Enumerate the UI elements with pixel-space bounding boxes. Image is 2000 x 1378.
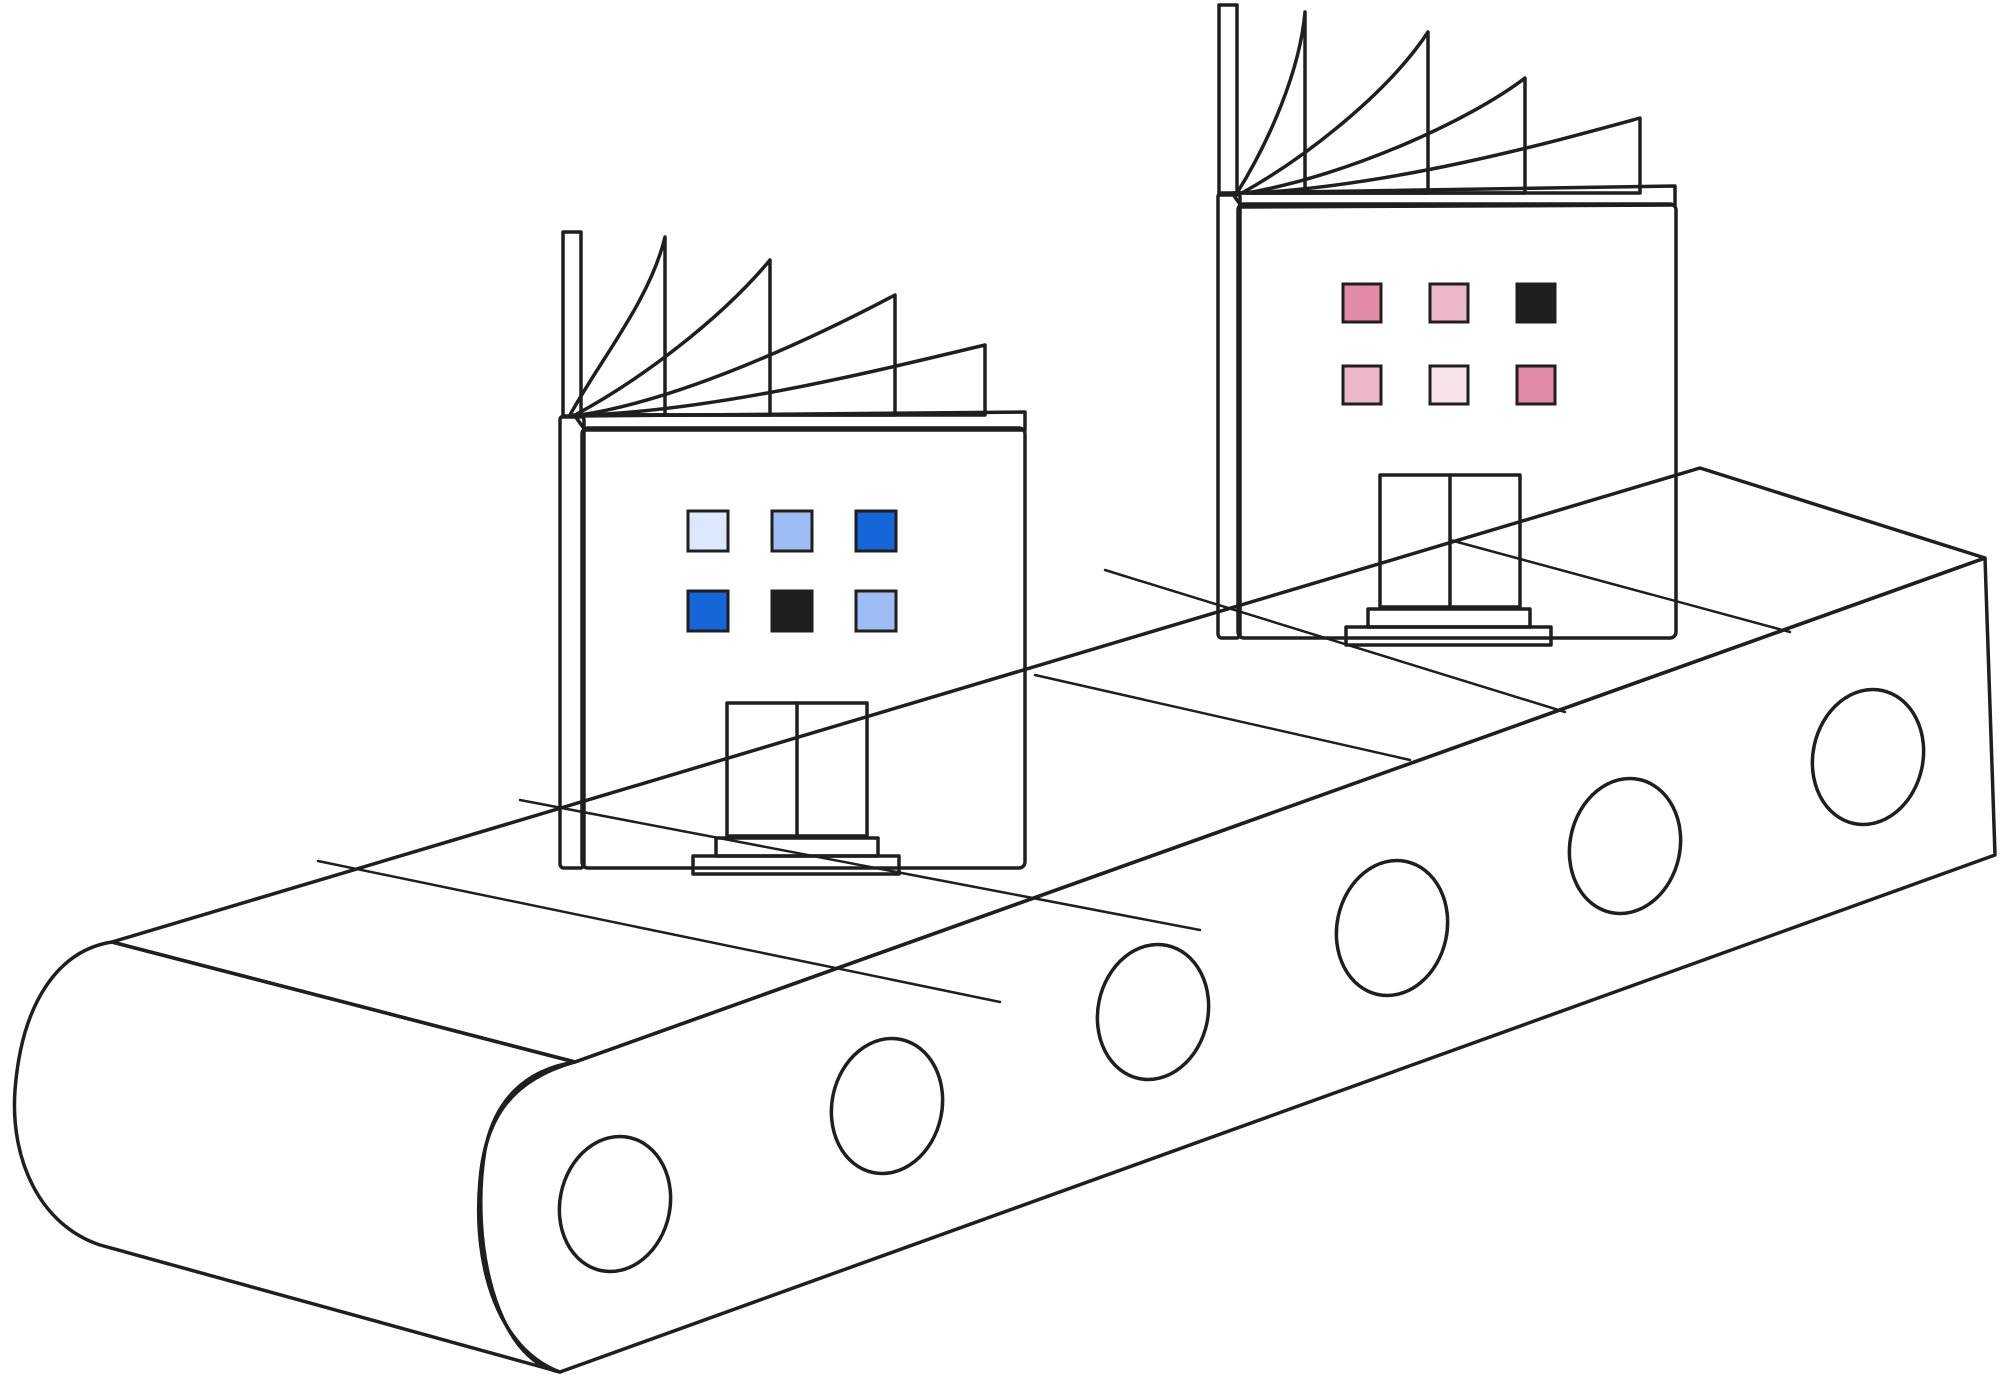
belt-dividers xyxy=(316,538,1792,1004)
book-page-edge xyxy=(1217,3,1239,197)
roller-hole xyxy=(1095,942,1211,1082)
book-page xyxy=(1240,30,1430,195)
belt-divider xyxy=(518,798,1202,932)
book-cover-facade xyxy=(580,426,1027,870)
book-page-edge xyxy=(561,230,583,419)
book-page xyxy=(1245,76,1527,195)
step-lower xyxy=(1344,625,1553,647)
window-grid xyxy=(1341,282,1557,406)
belt-divider xyxy=(1103,568,1567,714)
belt-side-face xyxy=(479,556,1997,1374)
book-pages xyxy=(1217,3,1677,209)
step-upper xyxy=(1366,607,1532,629)
building-window xyxy=(1341,282,1383,324)
building-window xyxy=(1341,364,1383,406)
building-steps xyxy=(1344,607,1553,647)
book-cover-facade xyxy=(1236,202,1678,640)
window-grid xyxy=(686,509,898,633)
belt-divider xyxy=(316,859,1002,1004)
belt-divider xyxy=(1448,538,1792,634)
pink-book-building xyxy=(1216,3,1678,647)
building-window xyxy=(770,509,814,553)
belt-divider xyxy=(1033,673,1412,762)
roller-hole xyxy=(1334,858,1450,998)
roller-hole xyxy=(1567,776,1683,916)
book-page xyxy=(1250,116,1642,195)
building-window xyxy=(1428,282,1470,324)
roller-hole xyxy=(829,1036,945,1176)
book-page xyxy=(578,293,897,417)
building-window xyxy=(770,589,814,633)
belt-top-surface xyxy=(110,466,1987,1064)
building-window xyxy=(1515,364,1557,406)
building-window xyxy=(686,509,730,553)
book-page xyxy=(583,343,987,417)
roller-hole xyxy=(557,1134,673,1274)
building-window xyxy=(686,589,730,633)
building-window xyxy=(854,589,898,633)
book-spine xyxy=(1216,191,1242,640)
book-page xyxy=(573,258,772,417)
book-page xyxy=(1235,10,1307,195)
building-steps xyxy=(691,836,901,876)
building-door xyxy=(725,701,869,838)
book-spine xyxy=(558,414,586,870)
blue-book-building xyxy=(558,230,1027,876)
building-door xyxy=(1378,473,1522,609)
book-pages xyxy=(561,230,1027,432)
step-lower xyxy=(691,854,901,876)
building-window xyxy=(1515,282,1557,324)
belt-end-cap xyxy=(12,940,577,1374)
book-page xyxy=(568,235,667,417)
roller-holes xyxy=(557,687,1926,1274)
building-window xyxy=(854,509,898,553)
conveyor-belt xyxy=(12,466,1997,1374)
roller-hole xyxy=(1810,687,1926,827)
building-window xyxy=(1428,364,1470,406)
